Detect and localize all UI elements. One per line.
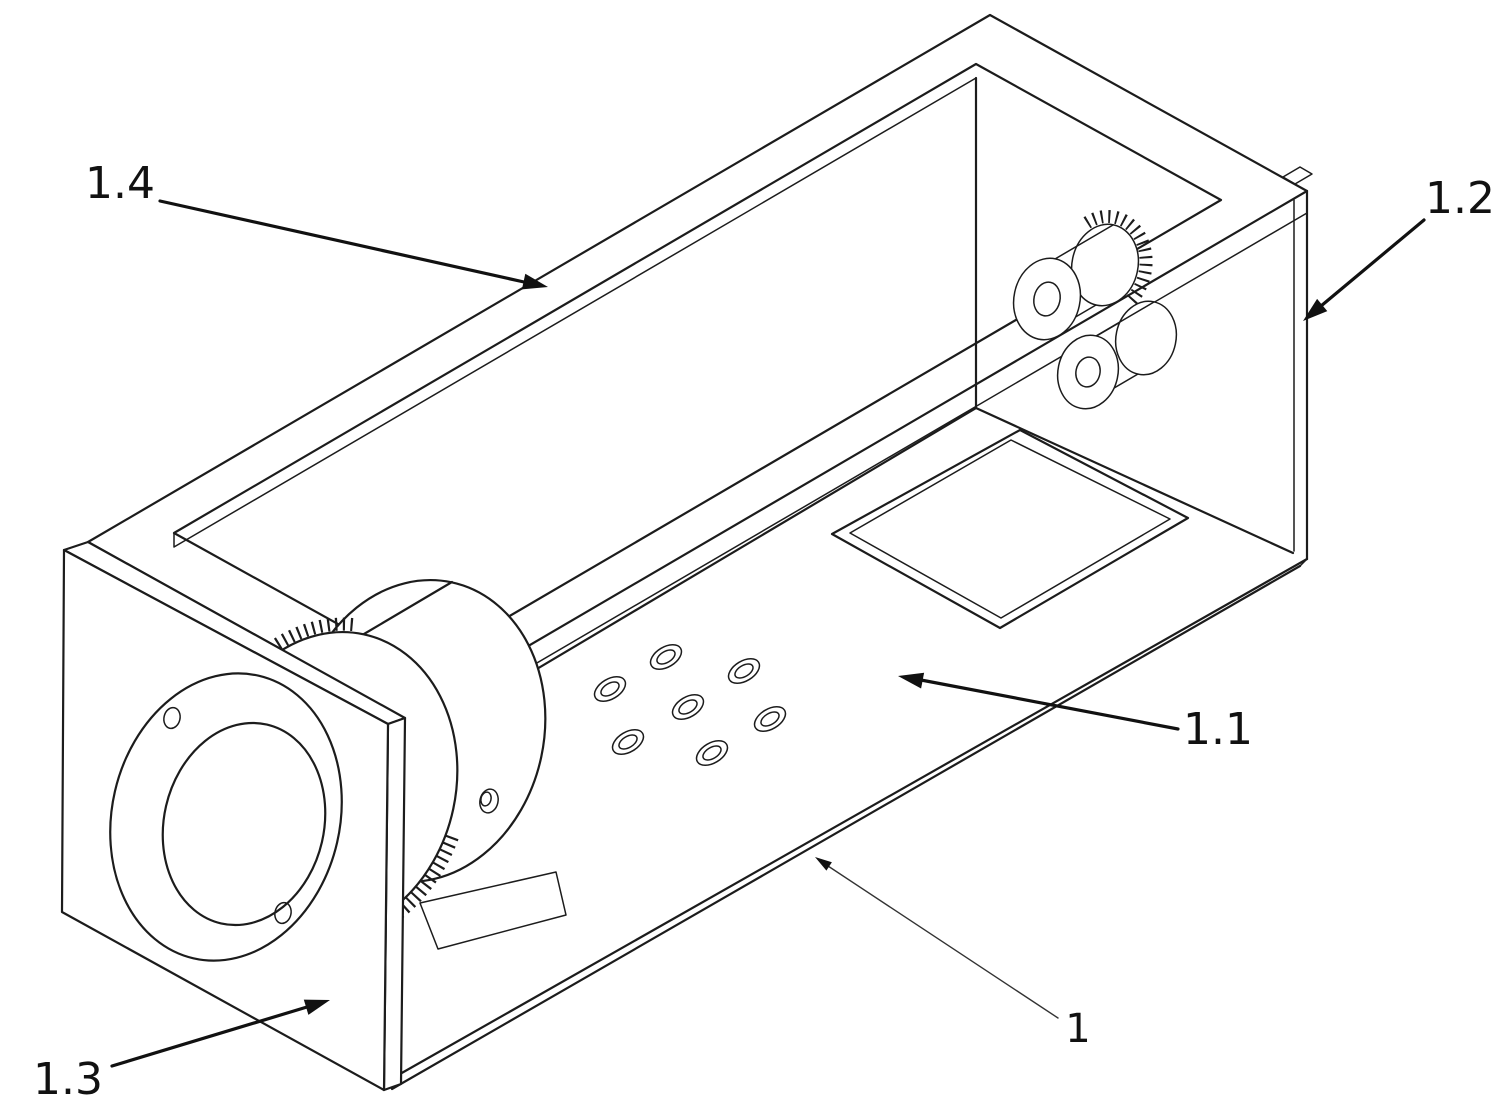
end-plate-tab — [1282, 166, 1313, 185]
roller-brush-burst — [1083, 210, 1153, 308]
callout-1-4: 1.4 — [85, 158, 548, 290]
lower-roller-bore — [1075, 356, 1101, 388]
vent-hole-inner — [734, 663, 754, 679]
floor-end-edge — [974, 406, 1295, 555]
leader-line — [158, 199, 526, 284]
top-frame — [86, 13, 1309, 741]
lower-roller-back-rim — [1114, 300, 1178, 376]
bottom-panel-thickness-edge — [390, 564, 1302, 1091]
callout-1-1: 1.1 — [898, 672, 1253, 755]
drum-bracket — [419, 871, 567, 950]
vent-hole — [727, 657, 761, 685]
vent-holes — [593, 643, 787, 767]
near-rail-outer-face — [404, 190, 1308, 741]
vent-hole — [611, 728, 645, 756]
leader-arrowhead — [1303, 298, 1328, 321]
vent-hole — [649, 643, 683, 671]
callout-1-2: 1.2 — [1303, 173, 1495, 321]
vent-hole-inner — [702, 745, 722, 761]
drum-face-hole-inner — [480, 791, 492, 807]
vent-hole — [753, 705, 787, 733]
callout-label: 1.4 — [85, 158, 155, 209]
upper-roller-front-rim — [1012, 257, 1082, 341]
leader-line — [1319, 218, 1426, 308]
vent-hole-inner — [678, 699, 698, 715]
leader-arrowhead — [898, 672, 925, 689]
vent-hole-inner — [600, 681, 620, 697]
callout-label: 1.2 — [1425, 173, 1495, 224]
front-plate — [60, 540, 407, 1092]
lens-bore — [161, 721, 327, 927]
leader-arrowhead — [815, 857, 832, 871]
leader-arrowhead — [521, 273, 548, 290]
upper-roller-bore — [1033, 281, 1061, 317]
cutout-outer-edge — [830, 428, 1190, 630]
vent-hole — [695, 739, 729, 767]
left-rail-inner-face — [173, 77, 977, 548]
lower-roller-front-rim — [1056, 334, 1120, 410]
mount-hole-lower — [274, 901, 292, 925]
drum-knurl-upper — [201, 617, 355, 745]
callout-label: 1.3 — [33, 1054, 103, 1105]
vent-hole-inner — [760, 711, 780, 727]
vent-hole — [593, 675, 627, 703]
vent-hole-inner — [656, 649, 676, 665]
callout-label: 1 — [1065, 1006, 1090, 1052]
leader-line — [919, 678, 1180, 731]
vent-hole — [671, 693, 705, 721]
roller-assembly — [1012, 210, 1178, 410]
bottom-panel-top-edge — [398, 557, 1309, 1076]
leader-line — [827, 865, 1059, 1019]
end-plate — [1282, 166, 1313, 561]
callout-1-3: 1.3 — [33, 999, 330, 1105]
cutout-inner-edge — [849, 439, 1171, 619]
mount-hole-upper — [163, 706, 181, 730]
lens-opening — [109, 672, 343, 962]
leader-line — [110, 1005, 309, 1068]
leader-arrowhead — [303, 999, 330, 1015]
callout-label: 1.1 — [1183, 704, 1253, 755]
rectangular-cutout — [830, 428, 1190, 630]
vent-hole-inner — [618, 734, 638, 750]
callout-1: 1 — [815, 857, 1091, 1052]
bottom-panel-right-join — [1299, 558, 1308, 567]
bottom-panel — [390, 428, 1309, 1091]
